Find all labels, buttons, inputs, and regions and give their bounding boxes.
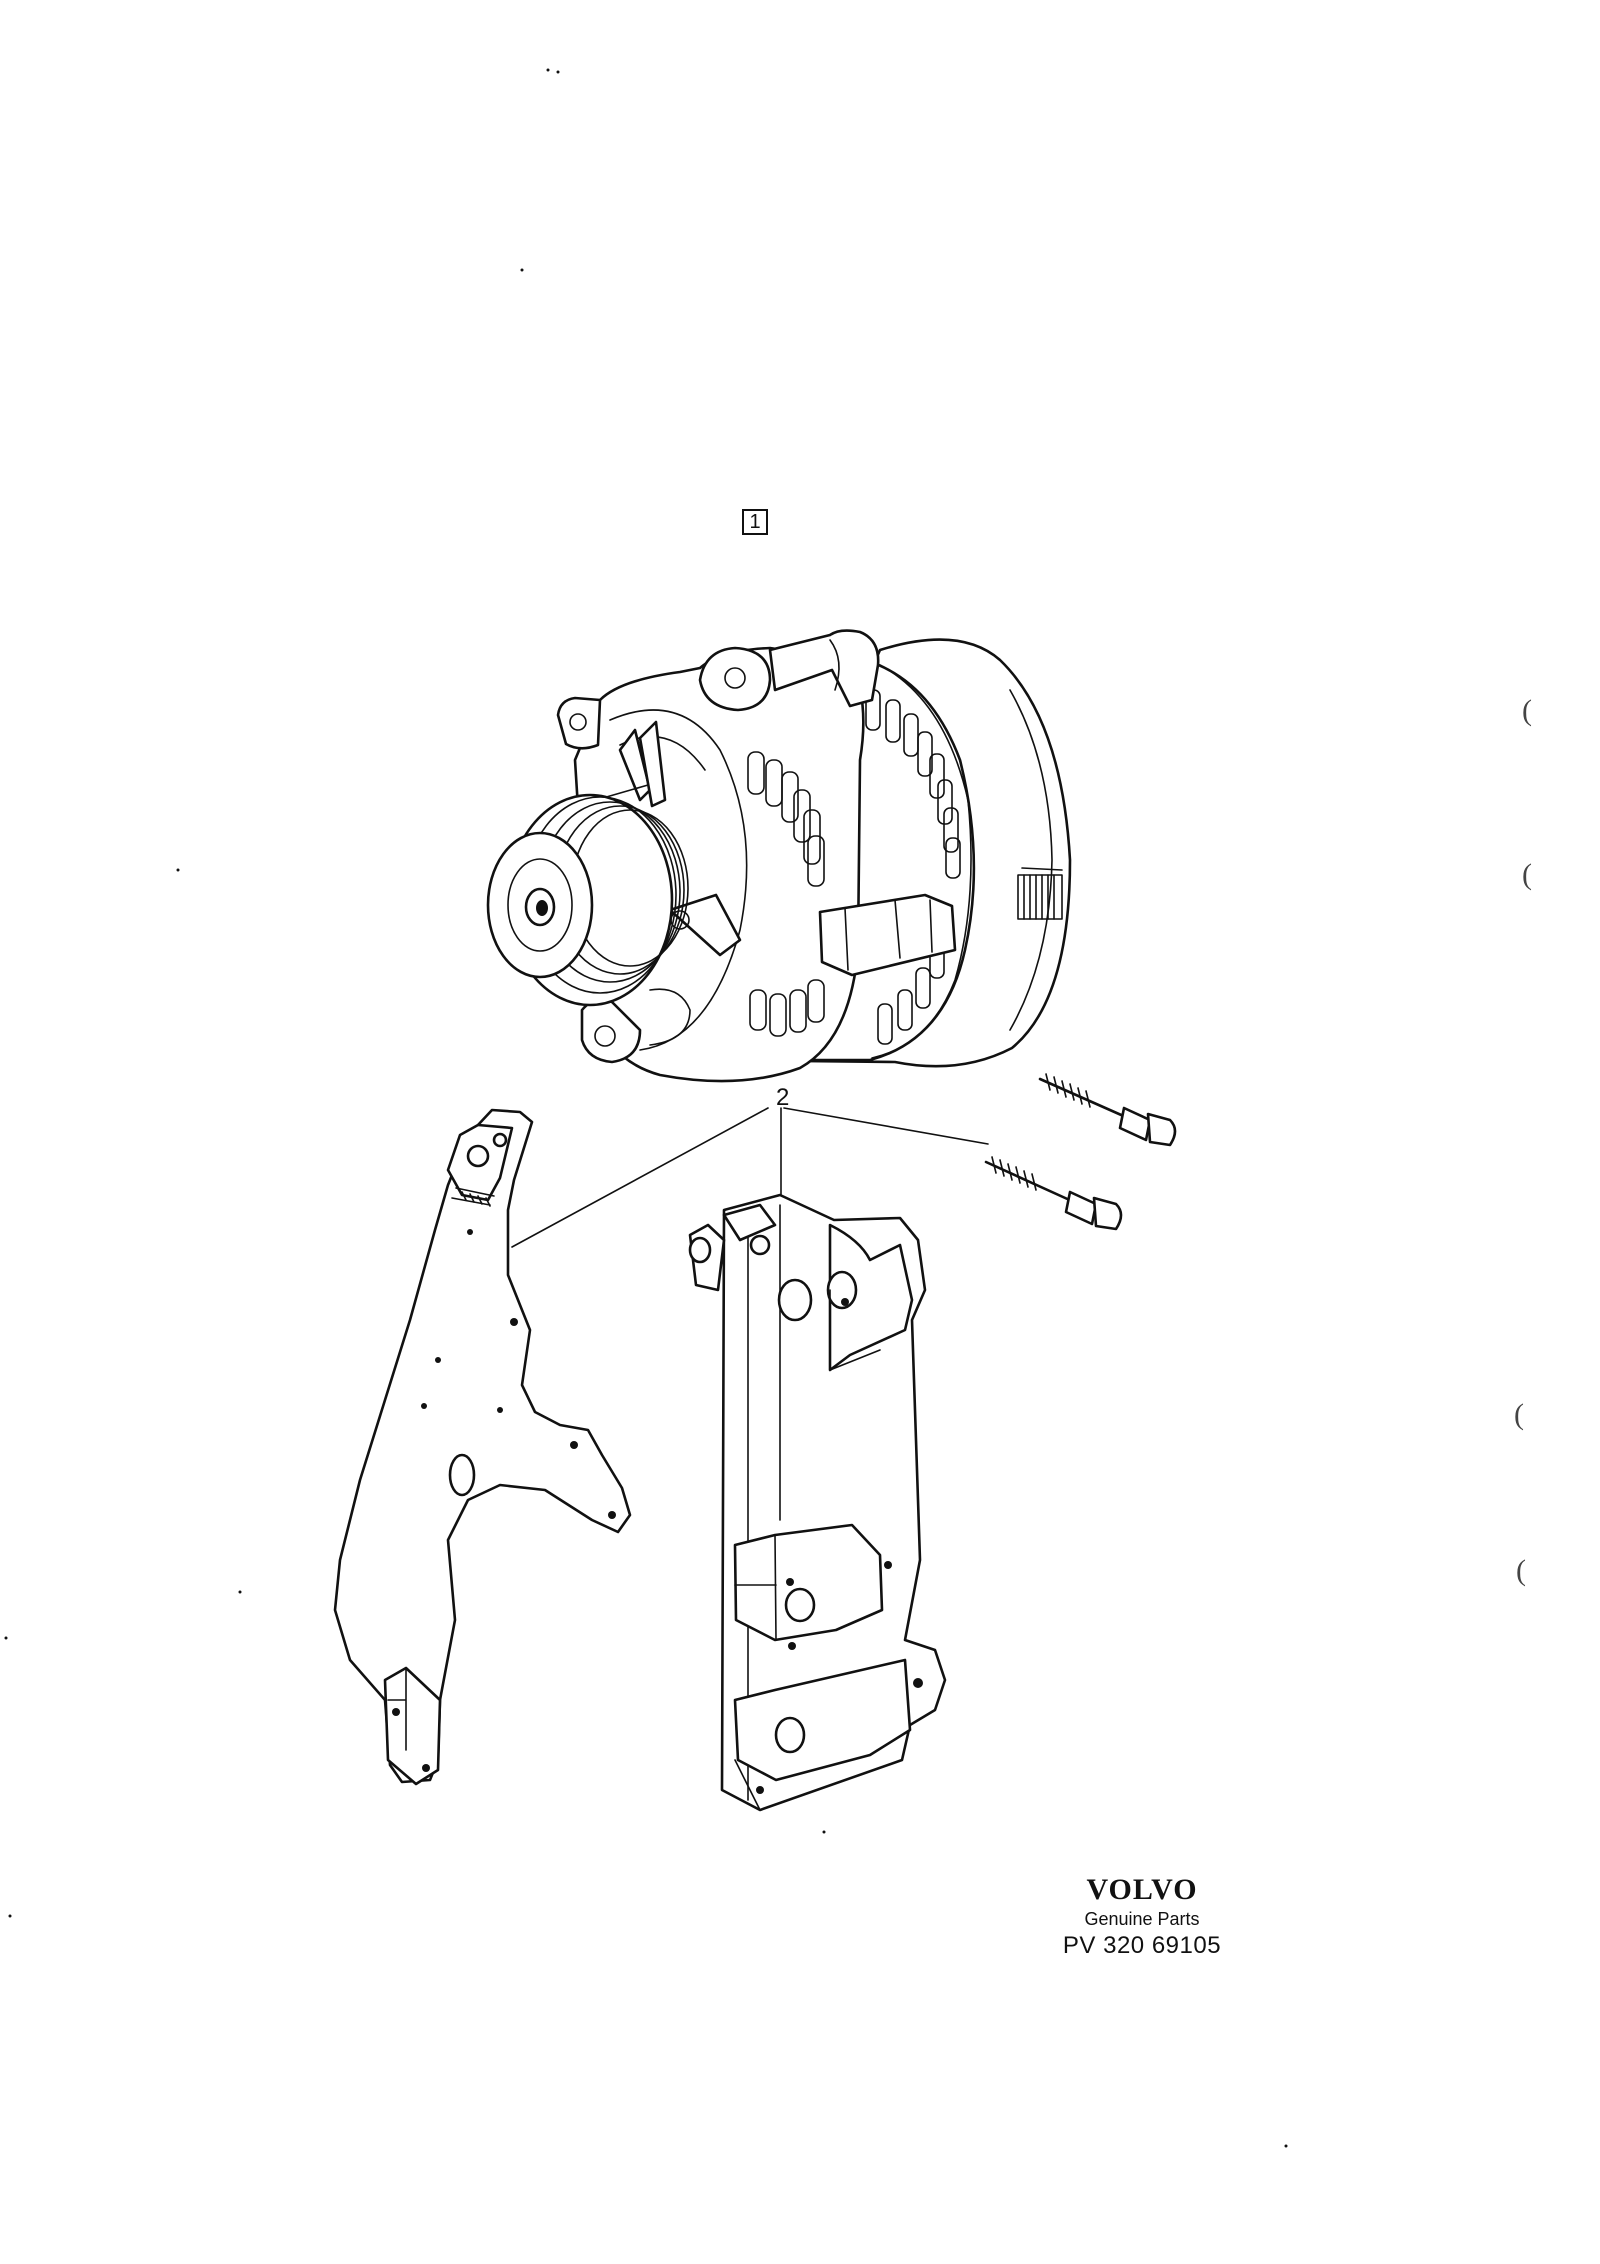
margin-mark: ( (1522, 858, 1532, 891)
brand-block: VOLVO Genuine Parts PV 320 69105 (1062, 1874, 1222, 1960)
margin-mark: ( (1516, 1554, 1526, 1587)
scan-specks (4, 68, 1288, 2148)
callout-leader-lines (511, 1107, 989, 1248)
bolt-lower (984, 1156, 1123, 1231)
margin-mark: ( (1522, 694, 1532, 727)
pulley (486, 793, 689, 1007)
front-housing-vents (747, 751, 825, 1037)
callout-bracket-set: 2 (776, 1084, 790, 1111)
alternator-illustration (486, 629, 1072, 1083)
left-bracket-plate (333, 1108, 632, 1786)
brand-subtitle: Genuine Parts (1084, 1909, 1200, 1929)
right-bracket (688, 1193, 947, 1812)
bolt-upper (1038, 1073, 1177, 1147)
rear-vent-grille (1017, 874, 1063, 920)
part-illustration-code: PV 320 69105 (1062, 1932, 1222, 1959)
volvo-logo: VOLVO (1086, 1873, 1198, 1906)
margin-mark: ( (1514, 1398, 1524, 1431)
stator-slots (865, 689, 961, 1045)
callout-alternator: 1 (742, 509, 768, 535)
